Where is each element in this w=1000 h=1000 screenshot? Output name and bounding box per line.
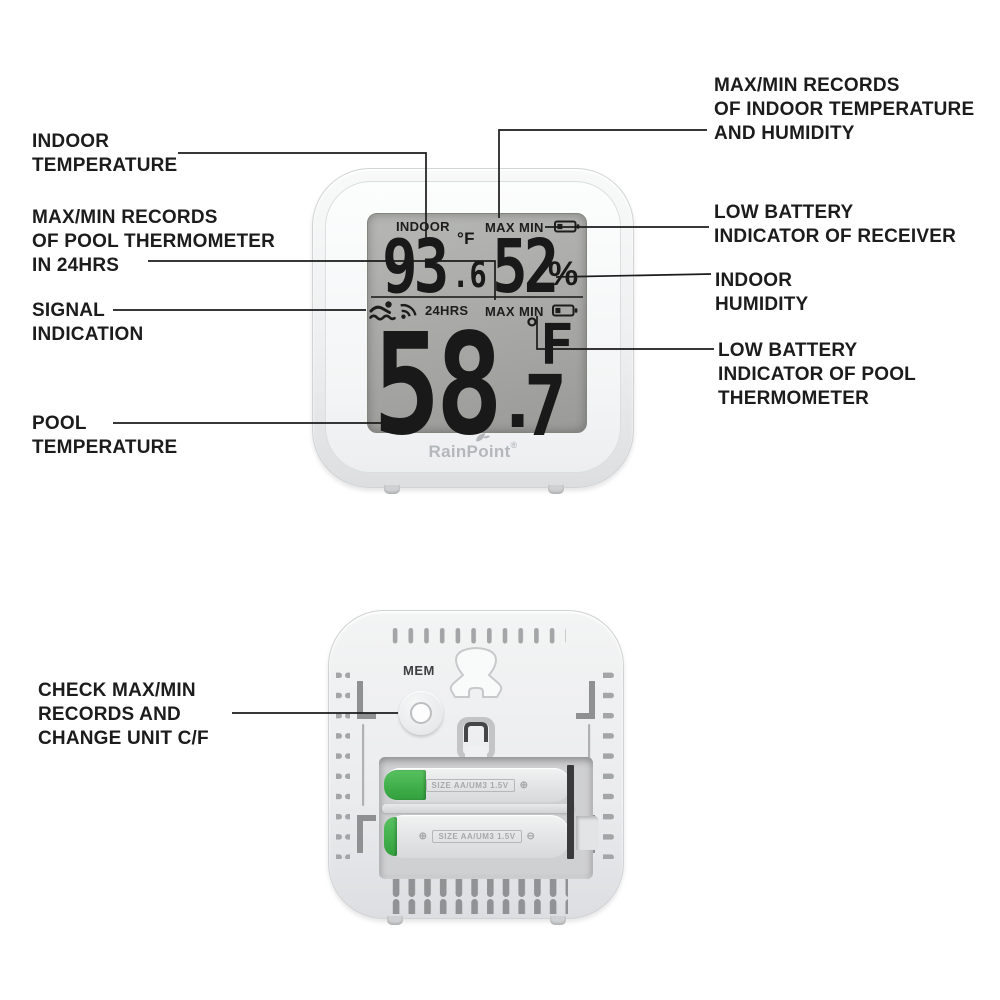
front-foot-right — [548, 485, 564, 494]
swimmer-icon — [369, 301, 396, 321]
right-vents — [603, 667, 617, 859]
receiver-front-view: INDOOR MAX MIN 93 °F .6 52 % — [312, 168, 634, 494]
polarity-plus-icon: ⊕ — [418, 831, 428, 842]
mem-button-label: MEM — [403, 663, 435, 678]
back-foot-right — [550, 916, 566, 925]
bottom-vents — [388, 879, 568, 914]
indoor-humidity-unit: % — [548, 255, 579, 293]
receiver-low-battery-icon — [554, 220, 580, 233]
lcd-indoor-max-label: MAX — [485, 220, 515, 235]
battery-green-end-top — [384, 770, 426, 800]
polarity-minus-icon: ⊖ — [526, 831, 536, 842]
bracket-slot-top-right — [576, 681, 595, 719]
indoor-temperature-unit: °F — [457, 229, 475, 248]
annotation-indoor-humidity: INDOOR HUMIDITY — [715, 270, 809, 315]
compartment-thumb-notch — [576, 816, 598, 850]
polarity-plus-icon: ⊕ — [519, 779, 529, 791]
annotation-low-battery-pool: LOW BATTERY INDICATOR OF POOL THERMOMETE… — [718, 340, 916, 409]
pool-temperature-value: 58 — [373, 304, 503, 467]
battery-green-end-bottom — [384, 817, 397, 856]
annotation-maxmin-indoor-records: MAX/MIN RECORDS OF INDOOR TEMPERATURE AN… — [714, 75, 975, 144]
left-slit — [362, 724, 365, 806]
leaf-icon — [476, 433, 491, 442]
battery-slot-bottom: ⊕ SIZE AA/UM3 1.5V ⊖ — [384, 815, 570, 858]
lcd-display: INDOOR MAX MIN 93 °F .6 52 % — [367, 213, 587, 456]
lcd-24hrs-label: 24HRS — [425, 303, 469, 318]
top-vents — [386, 628, 566, 644]
annotation-pool-temperature: POOL TEMPERATURE — [32, 413, 178, 458]
brand-name: RainPoint — [428, 442, 511, 461]
pool-temperature-degree: ° — [526, 312, 538, 345]
receiver-front-plate: INDOOR MAX MIN 93 °F .6 52 % — [325, 181, 621, 473]
annotation-maxmin-pool-records: MAX/MIN RECORDS OF POOL THERMOMETER IN 2… — [32, 207, 276, 276]
indoor-temperature-decimal: .6 — [452, 255, 487, 296]
battery-divider-ridge — [382, 804, 574, 813]
front-foot-left — [384, 485, 400, 494]
brand-logo: RainPoint® — [326, 433, 620, 462]
annotation-signal-indication: SIGNAL INDICATION — [32, 300, 144, 345]
hanging-hole — [449, 646, 503, 698]
battery-slot-top: SIZE AA/UM3 1.5V ⊕ — [384, 768, 570, 802]
back-foot-left — [387, 916, 403, 925]
lcd-pool-min-label: MIN — [519, 304, 544, 319]
mem-button-cap — [410, 702, 432, 724]
back-panel-vents — [336, 628, 617, 914]
lcd-pool-max-label: MAX — [485, 304, 515, 319]
annotation-indoor-temperature: INDOOR TEMPERATURE — [32, 131, 178, 176]
battery-size-text-top: SIZE AA/UM3 1.5V — [425, 778, 515, 792]
indoor-humidity-value: 52 — [492, 224, 559, 310]
battery-contact-strip — [567, 765, 574, 859]
annotation-low-battery-receiver: LOW BATTERY INDICATOR OF RECEIVER — [714, 202, 957, 247]
indoor-temperature-value: 93 — [382, 224, 449, 310]
battery-size-text-bottom: SIZE AA/UM3 1.5V — [432, 830, 522, 843]
left-vents — [336, 667, 350, 859]
lcd-divider — [371, 296, 583, 298]
bracket-slot-top-left — [357, 681, 376, 719]
mem-button — [399, 691, 443, 735]
registered-mark: ® — [510, 440, 518, 450]
pool-temperature-decimal: 7 — [524, 357, 567, 455]
receiver-back-view: MEM SIZE AA/UM3 1.5V ⊕ ⊕ — [328, 610, 624, 925]
pool-temperature-decimal-point: . — [496, 360, 540, 444]
battery-compartment: SIZE AA/UM3 1.5V ⊕ ⊕ SIZE AA/UM3 1.5V ⊖ — [379, 757, 593, 879]
annotation-check-maxmin: CHECK MAX/MIN RECORDS AND CHANGE UNIT C/… — [38, 680, 209, 749]
pool-low-battery-icon — [552, 304, 578, 317]
lcd-indoor-min-label: MIN — [519, 220, 544, 235]
signal-waves-icon — [400, 303, 417, 319]
bracket-slot-bottom-left — [357, 815, 376, 853]
